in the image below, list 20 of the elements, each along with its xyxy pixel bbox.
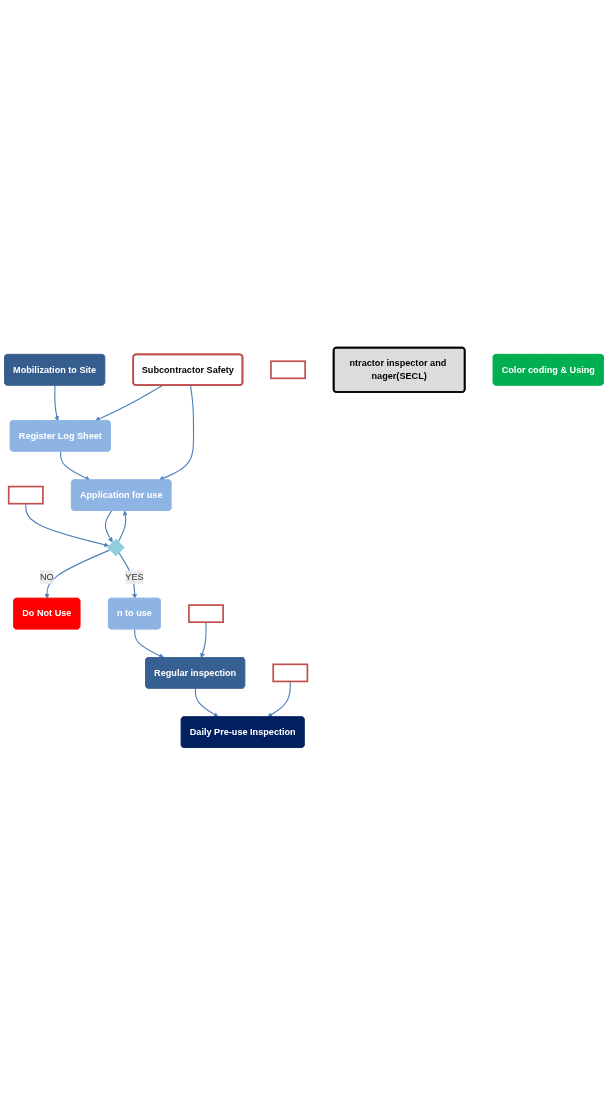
arrow [60, 451, 91, 481]
arrow [200, 622, 207, 659]
node-box [272, 663, 309, 683]
arrow [194, 688, 219, 718]
node-box [188, 604, 224, 624]
arrow [118, 552, 138, 600]
arrow [54, 385, 60, 422]
node-diamond [107, 539, 125, 557]
arrow [158, 385, 195, 482]
node-box [270, 360, 306, 380]
arrow [104, 510, 113, 543]
arrow [94, 385, 163, 422]
edge-label: YES [125, 572, 144, 583]
node-box [7, 486, 44, 505]
arrow [44, 550, 111, 600]
arrow [117, 511, 128, 543]
arrow [267, 681, 291, 718]
arrow [134, 629, 165, 659]
edge-label: NO [39, 572, 54, 583]
arrow [25, 503, 109, 548]
